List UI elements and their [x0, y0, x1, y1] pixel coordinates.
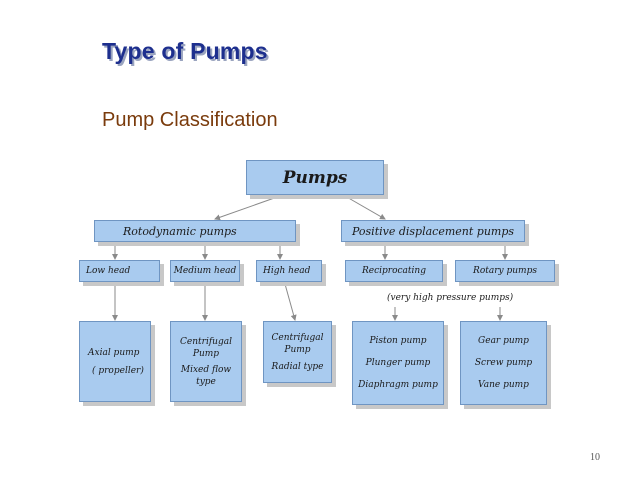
node-high-head: High head	[256, 260, 322, 282]
leaf-item: Screw pump	[474, 358, 533, 368]
connector-root-positive	[344, 195, 386, 220]
node-rotary: Rotary pumps	[455, 260, 555, 282]
node-positive-displacement: Positive displacement pumps	[341, 220, 525, 242]
leaf-item: Radial type	[271, 361, 324, 372]
leaf-low-head: Axial pump ( propeller)	[79, 321, 151, 402]
slide-subtitle: Pump Classification	[102, 109, 278, 131]
node-medium-head-label: Medium head	[173, 266, 237, 276]
connector-root-rotodynamic	[214, 195, 281, 221]
leaf-item: Mixed flow	[180, 364, 232, 375]
leaf-item: ( propeller)	[92, 365, 144, 376]
leaf-item: Centrifugal	[271, 332, 324, 343]
leaf-item: Pump	[284, 344, 311, 355]
leaf-item: Centrifugal	[180, 336, 232, 347]
leaf-reciprocating: Piston pump Plunger pump Diaphragm pump	[352, 321, 444, 405]
node-pumps: Pumps	[246, 160, 384, 195]
tree-connectors	[112, 195, 508, 321]
node-medium-head: Medium head	[170, 260, 240, 282]
node-low-head-label: Low head	[86, 266, 131, 276]
leaf-item: Vane pump	[478, 380, 529, 390]
leaf-item: type	[196, 376, 216, 387]
leaf-rotary: Gear pump Screw pump Vane pump	[460, 321, 547, 405]
leaf-item: Plunger pump	[365, 358, 431, 368]
node-rotary-label: Rotary pumps	[473, 266, 537, 276]
note-high-pressure: (very high pressure pumps)	[387, 293, 514, 303]
connector-high-leaf	[284, 283, 297, 321]
leaf-item: Diaphragm pump	[358, 380, 438, 390]
node-high-head-label: High head	[263, 266, 311, 276]
leaf-item: Axial pump	[88, 347, 140, 358]
leaf-medium-head: Centrifugal Pump Mixed flow type	[170, 321, 242, 402]
node-rotodynamic-label: Rotodynamic pumps	[123, 224, 237, 238]
leaf-item: Piston pump	[369, 336, 427, 346]
leaf-item: Gear pump	[478, 336, 529, 346]
node-reciprocating: Reciprocating	[345, 260, 443, 282]
node-reciprocating-label: Reciprocating	[362, 266, 426, 276]
leaf-high-head: Centrifugal Pump Radial type	[263, 321, 332, 383]
node-pumps-label: Pumps	[282, 167, 348, 188]
node-positive-displacement-label: Positive displacement pumps	[351, 224, 515, 238]
node-rotodynamic: Rotodynamic pumps	[94, 220, 296, 242]
node-low-head: Low head	[79, 260, 160, 282]
leaf-item: Pump	[192, 348, 220, 359]
slide-title: Type of Pumps	[102, 38, 268, 64]
page-number: 10	[590, 452, 600, 463]
